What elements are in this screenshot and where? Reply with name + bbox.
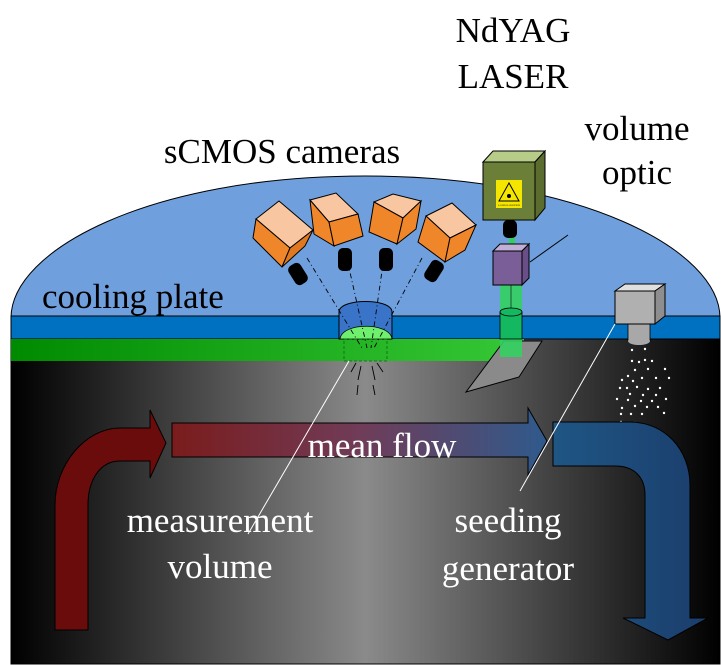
volume-optic-label-line1: volume	[585, 109, 690, 148]
measurement-volume	[343, 338, 388, 362]
camera-4	[417, 202, 478, 283]
mean-flow-label: mean flow	[308, 426, 457, 465]
seeding-particles	[615, 347, 671, 425]
laser-warning-label: LASER RADIATION	[498, 204, 520, 207]
camera-2	[309, 192, 364, 271]
light-sheet	[11, 339, 524, 361]
laser: LASER RADIATION	[481, 149, 547, 238]
measurement-volume-top	[339, 325, 393, 340]
volume-optic-label-line2: optic	[602, 153, 672, 192]
seeding-label-line1: seeding	[455, 501, 562, 540]
seeding-leader	[519, 323, 616, 492]
laser-label-line2: LASER	[458, 57, 570, 96]
camera-3	[368, 193, 423, 271]
cameras-label: sCMOS cameras	[164, 132, 400, 171]
inflow-arrow	[54, 409, 167, 631]
dome	[10, 175, 721, 319]
mean-flow-arrow	[171, 406, 548, 477]
volume-optic	[491, 242, 531, 287]
window-edge	[499, 307, 523, 317]
laser-label-line1: NdYAG	[456, 11, 571, 50]
mirror	[464, 340, 543, 393]
cooling-plate-label: cooling plate	[42, 277, 224, 316]
measurement-label-line2: volume	[168, 547, 273, 586]
laser-warning-icon	[498, 181, 520, 202]
outflow-arrow	[552, 421, 709, 641]
measurement-leader	[247, 360, 350, 535]
camera-1	[252, 200, 314, 286]
channel	[10, 338, 721, 665]
measurement-label-line1: measurement	[127, 501, 314, 540]
seeding-generator	[613, 283, 667, 345]
seeding-label-line2: generator	[442, 549, 574, 588]
volume-rays	[350, 362, 384, 396]
volume-optic-leader	[529, 234, 569, 263]
